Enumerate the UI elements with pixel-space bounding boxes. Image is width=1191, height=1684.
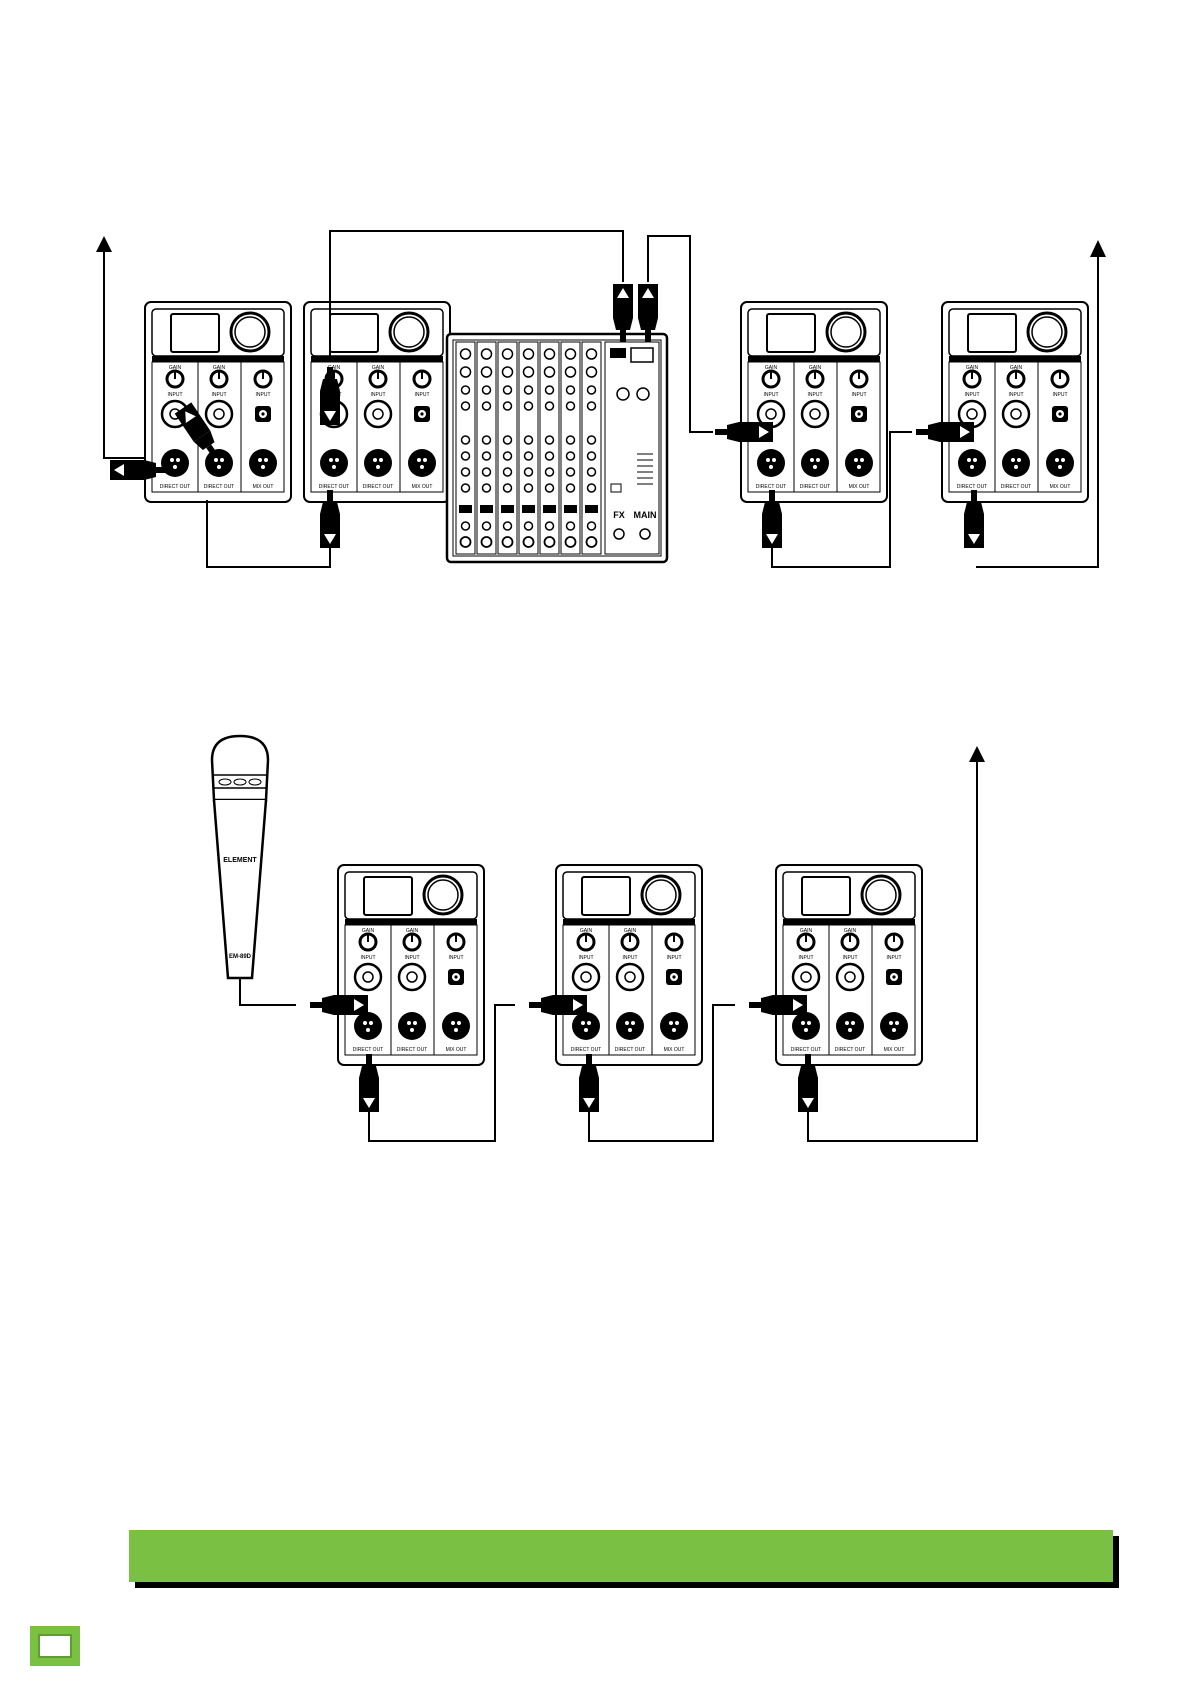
speaker-7 — [776, 865, 922, 1065]
page-tab — [30, 1626, 80, 1666]
speaker-3 — [741, 302, 887, 502]
speaker-6 — [556, 865, 702, 1065]
speaker-4 — [942, 302, 1088, 502]
fx-label: FX — [613, 510, 625, 520]
mixer: FX MAIN — [447, 334, 667, 562]
bottom-diagram: ELEMENT EM-89D — [212, 736, 985, 1141]
mic-model: EM-89D — [229, 954, 252, 960]
section-banner — [129, 1530, 1113, 1582]
main-label: MAIN — [634, 510, 657, 520]
top-diagram: FX MAIN — [96, 231, 1106, 567]
mic-brand: ELEMENT — [223, 857, 257, 864]
arrow-up-icon — [969, 746, 985, 762]
speaker-5 — [338, 865, 484, 1065]
microphone-icon: ELEMENT EM-89D — [212, 736, 296, 1005]
